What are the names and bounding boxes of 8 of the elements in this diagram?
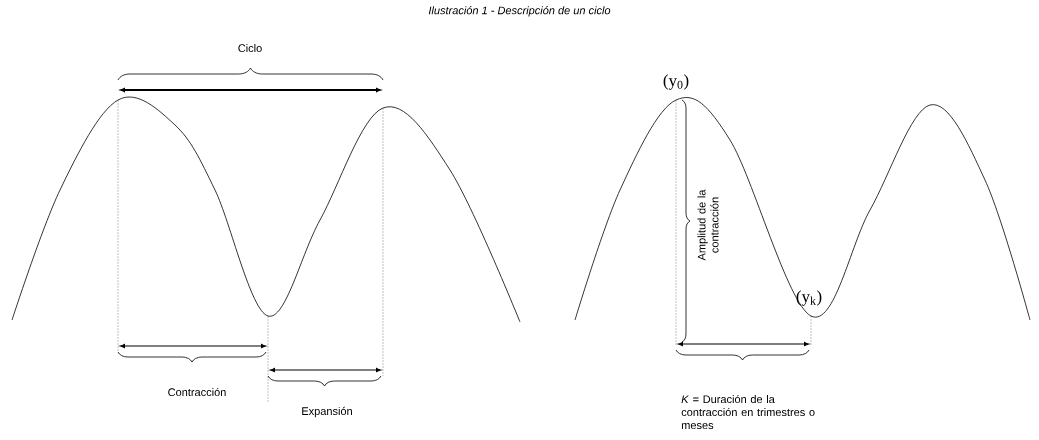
cycle-label: Ciclo	[238, 43, 262, 53]
peak-label: (y$_{0}$)	[663, 74, 689, 90]
contraction-label: Contracción	[168, 387, 226, 397]
trough-label: (y$_{k}$)	[796, 290, 822, 306]
title: Ilustración 1 - Descripción de un ciclo	[428, 6, 611, 17]
duration-label: K = Duración de la contracción en trimestres o meses	[681, 394, 815, 430]
amplitude-label: Amplitud de la contracción	[697, 189, 719, 261]
expansion-label: Expansión	[302, 406, 352, 418]
